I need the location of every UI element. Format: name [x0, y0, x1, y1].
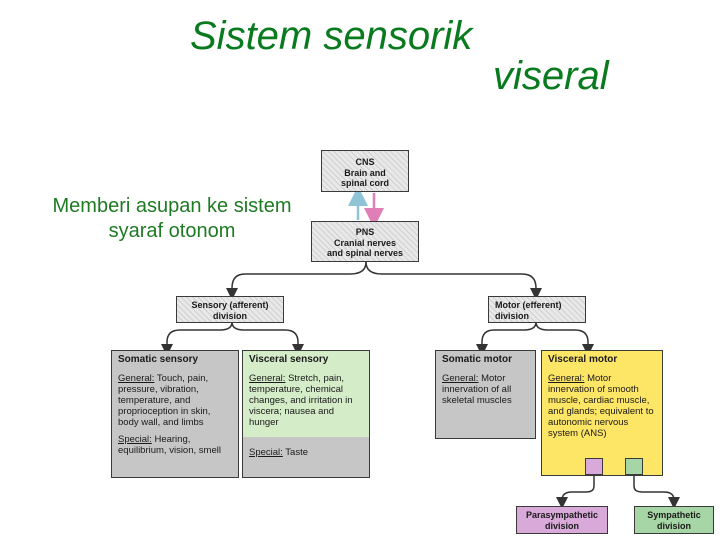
title-line-1: Sistem sensorik — [190, 14, 473, 58]
parasympathetic-line-1: Parasympathetic — [525, 510, 599, 520]
visceral-sensory-special-text: Taste — [285, 447, 308, 458]
visceral-motor-title: Visceral motor — [548, 354, 618, 365]
pns-line-2: Cranial nerves — [333, 237, 397, 248]
pns-line-3: and spinal nerves — [326, 248, 404, 258]
cns-box: CNS Brain and spinal cord — [321, 150, 409, 192]
pns-box: PNS Cranial nerves and spinal nerves — [311, 221, 419, 262]
motor-division-line-1: Motor (efferent) — [495, 300, 562, 310]
sympathetic-division-box: Sympathetic division — [634, 506, 714, 534]
cns-label: CNS — [355, 157, 375, 167]
title-line-2: viseral — [493, 54, 609, 98]
visceral-motor-box: Visceral motor General: Motor innervatio… — [541, 350, 663, 476]
somatic-motor-box: Somatic motor General: Motor innervation… — [435, 350, 536, 439]
visceral-sensory-general-text: Stretch, pain, temperature, chemical cha… — [249, 372, 353, 428]
sensory-to-visceral-line — [231, 321, 304, 356]
motor-division-box: Motor (efferent) division — [488, 296, 586, 323]
to-sympathetic-line — [633, 476, 680, 509]
visceral-sensory-box: Visceral sensory General: Stretch, pain,… — [242, 350, 370, 478]
somatic-sensory-special-text: Hearing, equilibrium, vision, smell — [118, 433, 221, 456]
cns-line-2: Brain and — [344, 167, 386, 178]
somatic-motor-title: Somatic motor — [442, 354, 513, 365]
sensory-division-line-1: Sensory (afferent) — [191, 300, 269, 310]
somatic-sensory-general: General: Touch, pain, pressure, vibratio… — [112, 369, 238, 432]
sympathetic-marker — [625, 458, 643, 475]
motor-division-line-2: division — [495, 310, 530, 321]
visceral-sensory-special-label: Special: — [249, 447, 283, 458]
somatic-motor-general-text: Motor innervation of all skeletal muscle… — [442, 372, 512, 406]
sympathetic-line-2: division — [656, 520, 691, 531]
motor-to-somatic-line — [476, 321, 537, 356]
visceral-sensory-special: Special: Taste — [243, 437, 369, 477]
somatic-motor-general: General: Motor innervation of all skelet… — [436, 369, 535, 410]
visceral-sensory-general: General: Stretch, pain, temperature, che… — [243, 369, 369, 432]
parasympathetic-division-box: Parasympathetic division — [516, 506, 608, 534]
visceral-motor-general: General: Motor innervation of smooth mus… — [542, 369, 662, 443]
parasympathetic-line-2: division — [544, 520, 579, 531]
visceral-sensory-general-label: General: — [249, 372, 286, 384]
sensory-division-line-2: division — [212, 310, 247, 321]
visceral-motor-general-text: Motor innervation of smooth muscle, card… — [548, 372, 654, 439]
visceral-sensory-title: Visceral sensory — [249, 354, 329, 365]
somatic-sensory-general-text: Touch, pain, pressure, vibration, temper… — [118, 372, 211, 428]
sensory-to-somatic-line — [161, 321, 233, 356]
sensory-division-box: Sensory (afferent) division — [176, 296, 284, 323]
pns-to-motor-line — [365, 261, 542, 300]
somatic-motor-general-label: General: — [442, 372, 479, 384]
somatic-sensory-title: Somatic sensory — [118, 354, 199, 365]
parasympathetic-marker — [585, 458, 603, 475]
pns-to-sensory-line — [226, 261, 367, 300]
motor-to-visceral-line — [535, 321, 594, 356]
visceral-sensory-general-section: Visceral sensory General: Stretch, pain,… — [243, 351, 369, 437]
somatic-sensory-special: Special: Hearing, equilibrium, vision, s… — [112, 432, 238, 460]
visceral-motor-general-label: General: — [548, 372, 585, 384]
somatic-sensory-general-label: General: — [118, 372, 155, 384]
pns-label: PNS — [355, 227, 375, 237]
sympathetic-line-1: Sympathetic — [647, 510, 701, 520]
to-parasympathetic-line — [556, 476, 595, 509]
somatic-sensory-special-label: Special: — [118, 433, 152, 445]
subtitle: Memberi asupan ke sistem syaraf otonom — [52, 195, 292, 242]
cns-line-3: spinal cord — [340, 178, 389, 188]
somatic-sensory-box: Somatic sensory General: Touch, pain, pr… — [111, 350, 239, 478]
